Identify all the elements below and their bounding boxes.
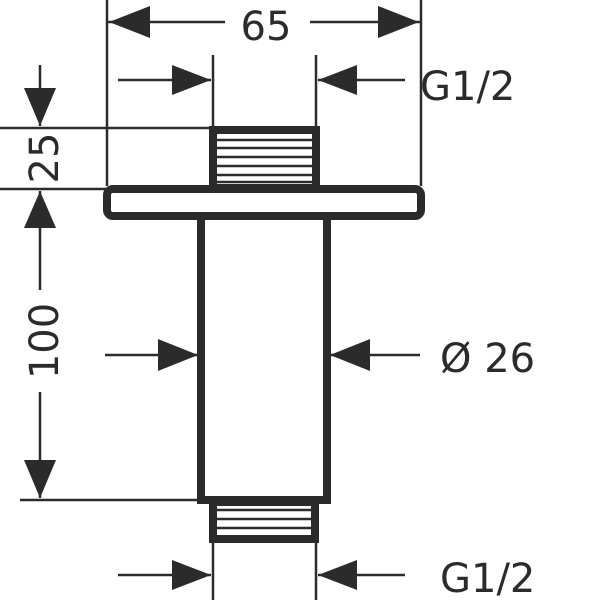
pipe-diameter-label: Ø 26 [440, 336, 535, 382]
pipe [197, 212, 331, 504]
ceiling-flange [103, 185, 425, 220]
dimension-bottom-thread: G1/2 [118, 540, 535, 600]
dimension-overall-width: 65 [105, 0, 423, 186]
bottom-thread [209, 498, 319, 543]
dimension-vertical: 25 100 [0, 65, 213, 502]
top-thread [209, 126, 320, 192]
dimension-65-label: 65 [241, 4, 292, 50]
top-thread-label: G1/2 [420, 64, 515, 110]
dimension-100-label: 100 [22, 303, 68, 379]
dimension-25-label: 25 [22, 133, 68, 184]
dimension-top-thread: G1/2 [118, 55, 515, 128]
dimension-pipe-diameter: Ø 26 [105, 336, 535, 382]
bottom-thread-label: G1/2 [440, 556, 535, 600]
